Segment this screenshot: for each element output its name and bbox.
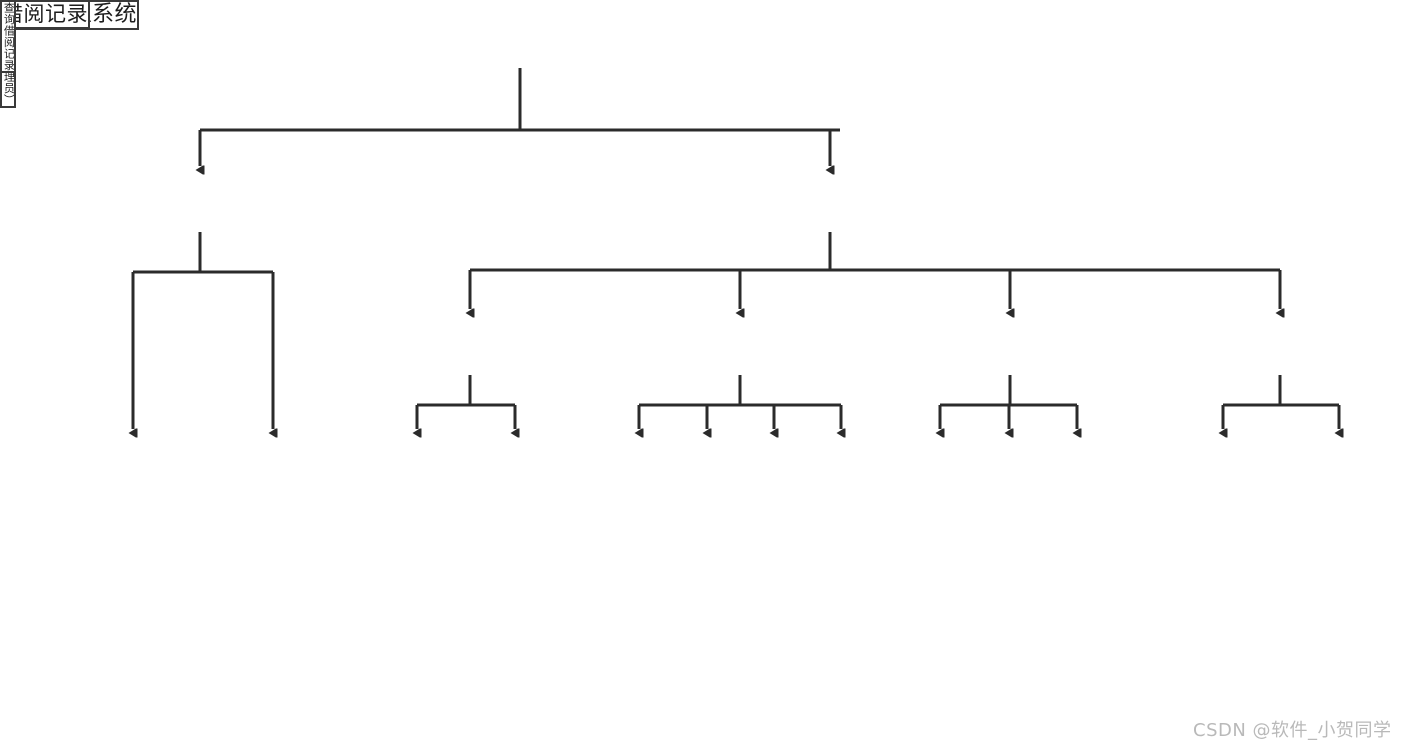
leaf-node-label: 查询借阅记录 [2, 2, 16, 71]
csdn-watermark: CSDN @软件_小贺同学 [1193, 720, 1392, 741]
leaf-node[interactable]: 查询借阅记录 [0, 0, 17, 73]
